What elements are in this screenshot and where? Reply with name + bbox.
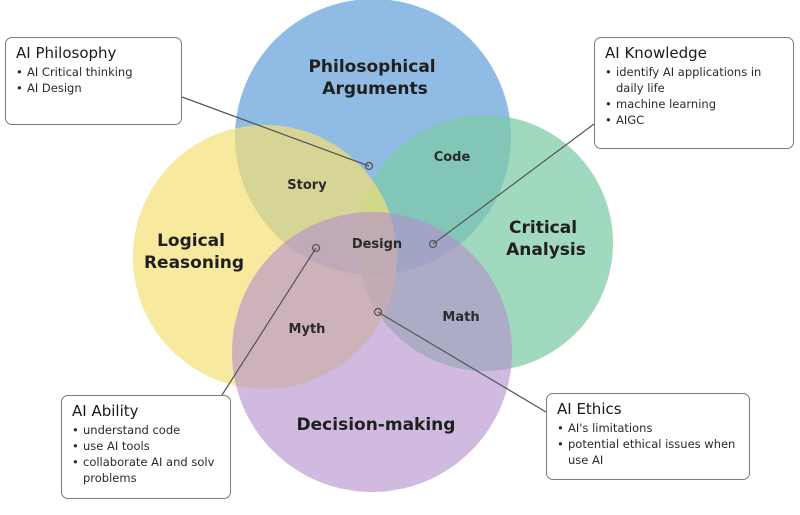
marker-ethics bbox=[373, 307, 383, 317]
marker-ability bbox=[311, 243, 321, 253]
marker-philosophy bbox=[364, 161, 374, 171]
callout-list: understand code use AI tools collaborate… bbox=[72, 422, 220, 486]
region-story: Story bbox=[287, 178, 327, 193]
region-code: Code bbox=[434, 150, 471, 165]
callout-ai-ability: AI Ability understand code use AI tools … bbox=[61, 395, 231, 499]
callout-list: identify AI applications in daily life m… bbox=[605, 64, 783, 128]
logical-reasoning-label: Logical Reasoning bbox=[144, 231, 244, 273]
list-item: AI Design bbox=[16, 80, 171, 96]
list-item: machine learning bbox=[605, 96, 783, 112]
callout-ai-philosophy: AI Philosophy AI Critical thinking AI De… bbox=[5, 37, 182, 125]
region-design: Design bbox=[352, 237, 402, 252]
connector-markers bbox=[311, 161, 438, 317]
list-item: identify AI applications in daily life bbox=[605, 64, 783, 96]
list-item: collaborate AI and solv problems bbox=[72, 454, 220, 486]
marker-knowledge bbox=[428, 239, 438, 249]
critical-analysis-label: Critical Analysis bbox=[506, 218, 586, 260]
connector-knowledge bbox=[432, 123, 595, 245]
callout-title: AI Ethics bbox=[557, 400, 622, 418]
connector-philosophy bbox=[181, 96, 370, 167]
callout-list: AI Critical thinking AI Design bbox=[16, 64, 171, 96]
callout-title: AI Knowledge bbox=[605, 44, 707, 62]
list-item: potential ethical issues when use AI bbox=[557, 436, 739, 468]
callout-ai-knowledge: AI Knowledge identify AI applications in… bbox=[594, 37, 794, 149]
list-item: understand code bbox=[72, 422, 220, 438]
callout-ai-ethics: AI Ethics AI's limitations potential eth… bbox=[546, 393, 750, 480]
callout-title: AI Ability bbox=[72, 402, 139, 420]
decision-making-circle bbox=[232, 212, 512, 492]
connector-ability bbox=[221, 247, 317, 396]
callout-title: AI Philosophy bbox=[16, 44, 117, 62]
connector-lines bbox=[181, 96, 595, 413]
list-item: AI Critical thinking bbox=[16, 64, 171, 80]
callout-list: AI's limitations potential ethical issue… bbox=[557, 420, 739, 468]
decision-making-label: Decision-making bbox=[297, 415, 456, 435]
region-math: Math bbox=[442, 310, 479, 325]
connector-ethics bbox=[377, 311, 547, 413]
list-item: use AI tools bbox=[72, 438, 220, 454]
philosophical-arguments-label: Philosophical Arguments bbox=[308, 57, 441, 99]
region-myth: Myth bbox=[289, 322, 326, 337]
list-item: AI's limitations bbox=[557, 420, 739, 436]
list-item: AIGC bbox=[605, 112, 783, 128]
